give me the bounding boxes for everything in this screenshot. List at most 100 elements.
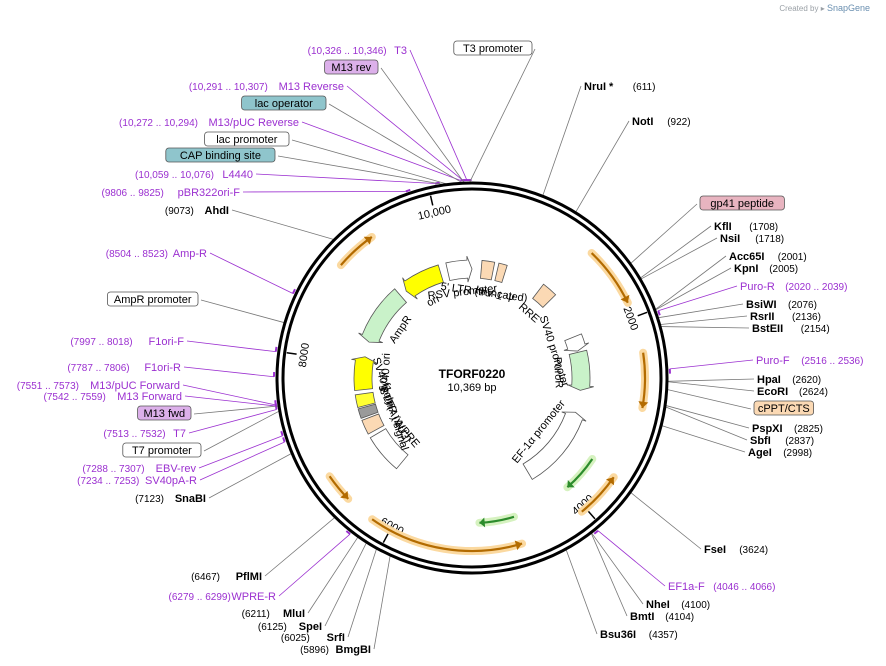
label-t7-promoter[interactable]: T7 promoter — [122, 442, 202, 458]
primer-mark — [405, 188, 411, 193]
leader-line — [242, 191, 406, 193]
feature-ori[interactable] — [402, 264, 444, 300]
label-snabi[interactable]: SnaBI (7123) — [135, 493, 206, 505]
feature-label: PuroR — [551, 357, 565, 389]
label-fsei[interactable]: FseI (3624) — [704, 544, 768, 556]
label-ebv-rev[interactable]: EBV-rev(7288 .. 7307) — [82, 463, 196, 475]
feature-3-ltr-u3[interactable] — [361, 413, 385, 435]
label-spei[interactable]: SpeI(6125) — [258, 621, 322, 633]
label-amp-r[interactable]: Amp-R(8504 .. 8523) — [106, 248, 207, 260]
label-name: T3 promoter — [463, 43, 523, 55]
leader-line — [198, 435, 283, 469]
label-box — [324, 59, 379, 75]
label-m13-rev[interactable]: M13 rev — [324, 59, 379, 75]
label-t3[interactable]: T3(10,326 .. 10,346) — [308, 45, 407, 57]
label-bsteii[interactable]: BstEII(2154) — [752, 323, 830, 335]
label-bmgbi[interactable]: BmgBI(5896) — [300, 644, 371, 656]
label-m13-reverse[interactable]: M13 Reverse(10,291 .. 10,307) — [189, 81, 344, 93]
feature-sv40-promoter[interactable] — [563, 333, 590, 352]
leader-line — [658, 285, 738, 312]
leader-line — [590, 533, 628, 617]
label-bsiwi[interactable]: BsiWI(2076) — [746, 299, 817, 311]
label-hpai[interactable]: HpaI(2620) — [757, 374, 821, 386]
label-ef1a-f[interactable]: EF1a-F(4046 .. 4066) — [668, 581, 775, 593]
label-bsu36i[interactable]: Bsu36I(4357) — [600, 629, 678, 641]
label-t7[interactable]: T7(7513 .. 7532) — [103, 428, 186, 440]
map-labels: NruI *(611) NotI(922) gp41 peptideKflI(170… — [17, 40, 863, 656]
label-box — [453, 40, 533, 56]
label-ecori[interactable]: EcoRI(2624) — [757, 386, 828, 398]
label-nhei[interactable]: NheI(4100) — [646, 599, 710, 611]
feature-sv40-poly-a-signal[interactable] — [357, 403, 379, 419]
label-m13-fwd[interactable]: M13 fwd — [137, 405, 192, 421]
label-ampr-promoter[interactable]: AmpR promoter — [107, 291, 199, 307]
label-m13-puc-reverse[interactable]: M13/pUC Reverse(10,272 .. 10,294) — [119, 117, 299, 129]
leader-line — [193, 405, 279, 415]
feature-rre[interactable] — [532, 283, 557, 309]
label-position: (3624) — [739, 545, 768, 556]
label-gp41-peptide[interactable]: gp41 peptide — [699, 195, 785, 211]
label-t3-promoter[interactable]: T3 promoter — [453, 40, 533, 56]
label-ahdi[interactable]: AhdI(9073) — [165, 205, 229, 217]
label-nsii[interactable]: NsiI(1718) — [720, 233, 784, 245]
label-cppt-cts[interactable]: cPPT/CTS — [753, 400, 814, 416]
feature-f1-ori[interactable] — [354, 391, 376, 408]
label-kfli[interactable]: KflI(1708) — [714, 221, 778, 233]
leader-line — [630, 203, 698, 264]
label-cap-binding-site[interactable]: CAP binding site — [165, 147, 276, 163]
label-lac-operator[interactable]: lac operator — [241, 95, 327, 111]
label-acc65i[interactable]: Acc65I(2001) — [729, 251, 807, 263]
label-position: (7997 .. 8018) — [70, 337, 132, 348]
label-kpni[interactable]: KpnI(2005) — [734, 263, 798, 275]
feature-sv40-ori[interactable] — [351, 356, 378, 392]
label-name: Acc65I — [729, 251, 764, 263]
label-name: FseI — [704, 544, 726, 556]
feature-ef-1-promoter[interactable] — [522, 411, 587, 481]
label-name: BmgBI — [336, 644, 371, 656]
label-agei[interactable]: AgeI(2998) — [748, 447, 812, 459]
label-position: (922) — [667, 117, 690, 128]
orf-arc-arrowhead — [620, 294, 630, 303]
feature-ampr[interactable] — [358, 288, 408, 343]
label-name: Puro-R — [740, 281, 775, 293]
label-m13-forward[interactable]: M13 Forward(7542 .. 7559) — [44, 391, 182, 403]
ruler-tick — [637, 311, 648, 317]
feature-puror[interactable] — [567, 349, 594, 391]
label-pbr322ori-f[interactable]: pBR322ori-F(9806 .. 9825) — [102, 187, 241, 199]
label-nrui[interactable]: NruI *(611) — [584, 81, 655, 93]
label-l4440[interactable]: L4440(10,059 .. 10,076) — [135, 169, 253, 181]
leader-line — [188, 409, 277, 434]
label-bmti[interactable]: BmtI(4104) — [630, 611, 694, 623]
label-pspxi[interactable]: PspXI(2825) — [752, 423, 823, 435]
label-puro-r[interactable]: Puro-R(2020 .. 2039) — [740, 281, 847, 293]
leader-line — [640, 225, 712, 279]
leader-line — [469, 48, 536, 183]
leader-line — [255, 173, 436, 184]
label-srfi[interactable]: SrfI(6025) — [281, 632, 345, 644]
label-name: T7 promoter — [132, 445, 192, 457]
label-sv40pa-r[interactable]: SV40pA-R(7234 .. 7253) — [77, 475, 197, 487]
label-position: (7123) — [135, 494, 164, 505]
feature-label: RRE — [516, 301, 541, 325]
label-wpre-r[interactable]: WPRE-R(6279 .. 6299) — [169, 591, 277, 603]
label-rsrii[interactable]: RsrII(2136) — [750, 311, 821, 323]
label-sbfi[interactable]: SbfI(2837) — [750, 435, 814, 447]
label-f1ori-f[interactable]: F1ori-F(7997 .. 8018) — [70, 336, 184, 348]
label-box — [753, 400, 814, 416]
label-name: SnaBI — [175, 493, 206, 505]
feature-hiv-1[interactable] — [494, 262, 508, 284]
label-lac-promoter[interactable]: lac promoter — [204, 131, 290, 147]
feature-wpre[interactable] — [369, 428, 409, 470]
label-puro-f[interactable]: Puro-F(2516 .. 2536) — [756, 355, 863, 367]
label-pflmi[interactable]: PflMI(6467) — [191, 571, 262, 583]
label-m13-puc-forward[interactable]: M13/pUC Forward(7551 .. 7573) — [17, 380, 180, 392]
label-name: M13 fwd — [144, 408, 186, 420]
leader-line — [277, 155, 443, 185]
leader-line — [667, 381, 755, 392]
label-mlui[interactable]: MluI(6211) — [242, 608, 305, 620]
feature-rsv-promoter[interactable] — [445, 255, 473, 283]
label-f1ori-r[interactable]: F1ori-R(7787 .. 7806) — [67, 362, 181, 374]
feature-5-ltr-truncated[interactable] — [480, 259, 496, 281]
label-name: EcoRI — [757, 386, 788, 398]
label-noti[interactable]: NotI(922) — [632, 116, 691, 128]
